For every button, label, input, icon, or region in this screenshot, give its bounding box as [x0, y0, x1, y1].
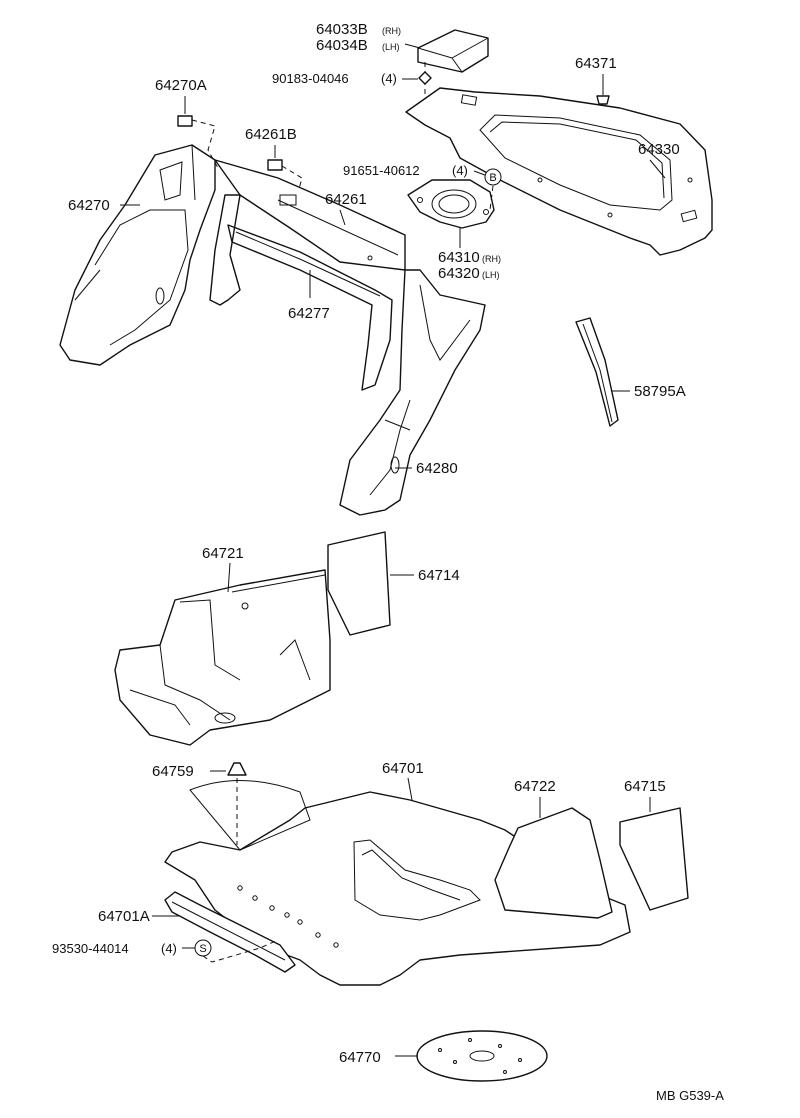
label-64310: 64310: [438, 249, 480, 266]
leader-line: [407, 777, 413, 801]
leader-line: [404, 43, 421, 49]
part-64261b-clip: [267, 159, 283, 171]
part-64270a-clip: [177, 115, 193, 127]
part-58795a-strip: [575, 317, 619, 427]
leader-line: [227, 562, 231, 593]
leader-line: [339, 209, 346, 226]
diagram-ref: MB G539-A: [656, 1088, 724, 1103]
label-91651: 91651-40612: [343, 163, 420, 178]
part-64722-panel: [494, 807, 613, 919]
label-64310-side: (RH): [482, 254, 501, 264]
part-64371-clip: [596, 95, 610, 105]
label-64701a: 64701A: [98, 908, 150, 925]
label-64714: 64714: [418, 567, 460, 584]
part-64701a-strip: [164, 891, 296, 973]
label-64701: 64701: [382, 760, 424, 777]
label-93530: 93530-44014: [52, 941, 129, 956]
part-64759-clip: [227, 762, 247, 776]
part-64770-disc: [416, 1030, 548, 1082]
mark-s-text: S: [199, 943, 206, 955]
label-64371: 64371: [575, 55, 617, 72]
part-64310-speaker-bracket: [407, 179, 495, 229]
part-64270-side-trim: [59, 144, 216, 366]
mark-b-circle: [484, 168, 502, 186]
leader-dash: [489, 185, 494, 211]
label-64270: 64270: [68, 197, 110, 214]
label-64280: 64280: [416, 460, 458, 477]
label-64320-side: (LH): [482, 270, 500, 280]
label-91651-qty: (4): [452, 163, 468, 178]
label-64320: 64320: [438, 265, 480, 282]
label-90183-qty: (4): [381, 71, 397, 86]
label-64722: 64722: [514, 778, 556, 795]
part-64721-trunk-side: [114, 569, 331, 746]
leader-line: [473, 170, 486, 176]
label-64759: 64759: [152, 763, 194, 780]
part-64033b-cover: [417, 29, 489, 73]
part-64714-panel: [327, 531, 391, 636]
label-90183: 90183-04046: [272, 71, 349, 86]
label-64330: 64330: [638, 141, 680, 158]
leader-dash: [191, 119, 219, 169]
part-64280-side-trim: [339, 269, 486, 516]
label-64715: 64715: [624, 778, 666, 795]
part-90183-nut: [418, 71, 432, 85]
label-64270a: 64270A: [155, 77, 207, 94]
label-93530-qty: (4): [161, 941, 177, 956]
label-64034b: 64034B: [316, 37, 368, 54]
leader-line: [649, 159, 666, 179]
label-64033b-side: (RH): [382, 26, 401, 36]
part-64277-seal: [209, 194, 393, 391]
label-64034b-side: (LH): [382, 42, 400, 52]
part-64330-package-tray: [405, 87, 713, 256]
label-64261: 64261: [325, 191, 367, 208]
part-64715-panel: [619, 807, 689, 911]
label-64277: 64277: [288, 305, 330, 322]
label-64261b: 64261B: [245, 126, 297, 143]
mark-b-text: B: [489, 172, 496, 184]
label-64770: 64770: [339, 1049, 381, 1066]
label-58795a: 58795A: [634, 383, 686, 400]
label-64721: 64721: [202, 545, 244, 562]
label-64033b: 64033B: [316, 21, 368, 38]
